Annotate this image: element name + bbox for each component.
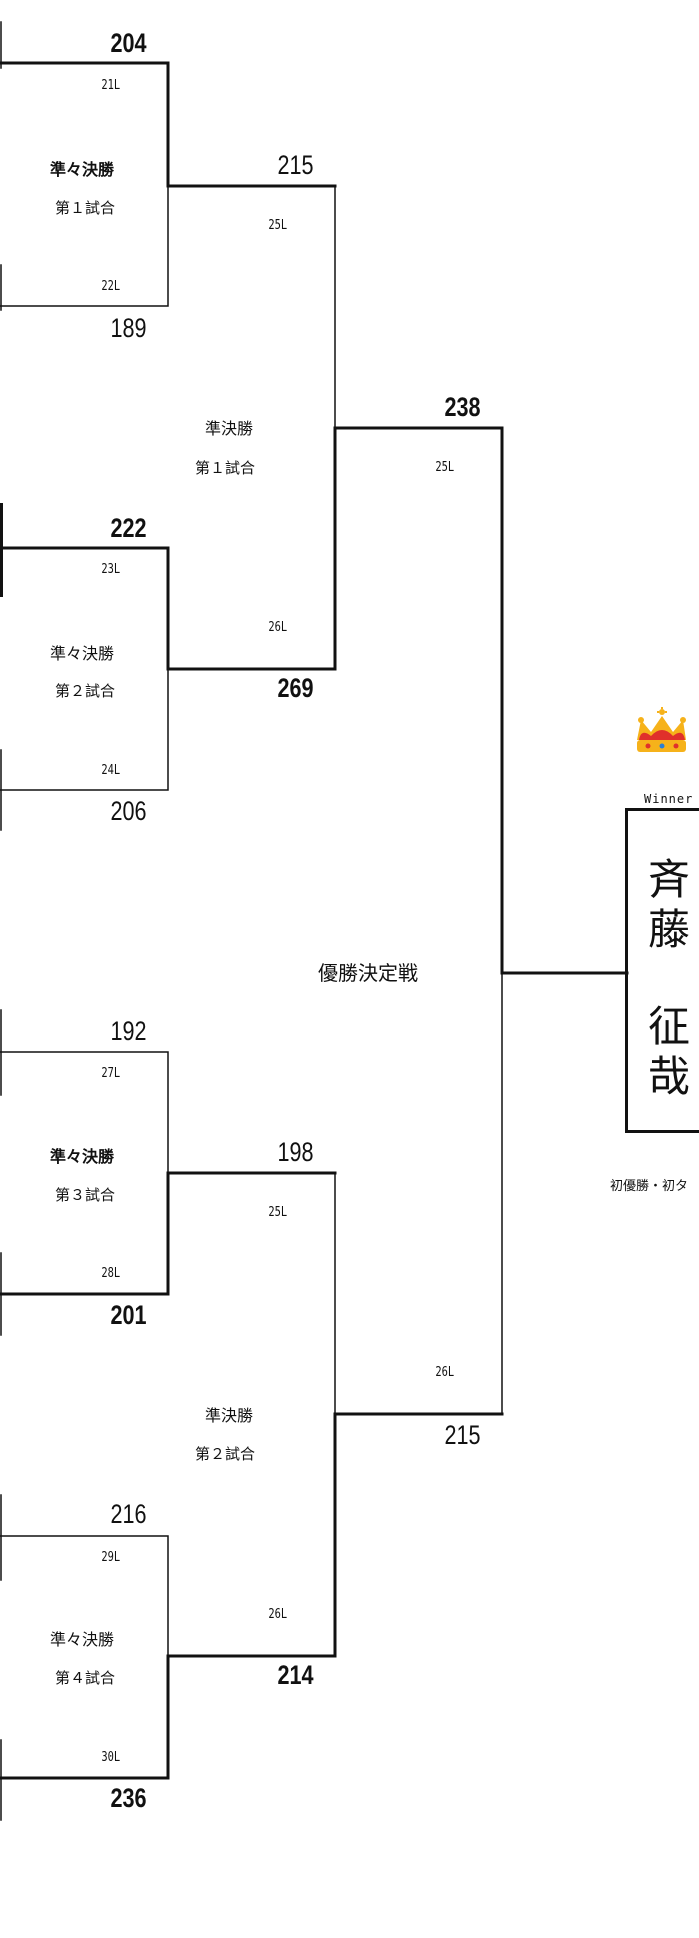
bracket-line (0, 185, 169, 307)
winner-label: Winner (644, 792, 694, 806)
lane-qf3-top: 27L (101, 1066, 121, 1081)
match-name-sf2: 準決勝 (205, 1406, 254, 1425)
match-name-final: 優勝決定戦 (318, 961, 418, 985)
champion-name-char: 哉 (648, 1052, 691, 1101)
match-name-qf3: 準々決勝 (50, 1147, 115, 1166)
match-num-qf4: 第４試合 (55, 1669, 116, 1687)
champion-note: 初優勝・初タ (610, 1179, 689, 1194)
score-qf4-bot: 236 (110, 1783, 147, 1813)
lane-sf2-top: 25L (268, 1205, 288, 1220)
champion-name-char: 斉 (648, 855, 691, 904)
lane-qf4-bot: 30L (101, 1750, 121, 1765)
lane-qf4-top: 29L (101, 1550, 121, 1565)
bracket-line (0, 1051, 169, 1174)
bracket-line (333, 1412, 504, 1658)
match-name-qf2: 準々決勝 (50, 644, 115, 663)
score-sf2-top: 198 (277, 1137, 314, 1167)
score-sf2-bot: 214 (277, 1660, 314, 1690)
champion-name-char: 藤 (648, 905, 691, 954)
lane-final-top: 25L (435, 460, 455, 475)
crown-icon (637, 707, 686, 752)
score-sf1-bot: 269 (277, 673, 314, 703)
score-sf1-top: 215 (277, 150, 314, 180)
bracket-line (0, 1171, 337, 1296)
bracket-line (0, 1654, 337, 1780)
match-name-sf1: 準決勝 (205, 419, 254, 438)
champion-name-char: 征 (648, 1002, 691, 1051)
lane-sf1-bot: 26L (268, 620, 288, 635)
lane-qf2-top: 23L (101, 562, 121, 577)
match-num-sf1: 第１試合 (195, 459, 256, 477)
bracket-line (0, 546, 170, 671)
lane-sf2-bot: 26L (268, 1607, 288, 1622)
champion-box (625, 808, 699, 1133)
score-qf3-bot: 201 (110, 1300, 147, 1330)
score-final-bot: 215 (444, 1420, 481, 1450)
bracket-line (0, 1535, 169, 1657)
lane-qf3-bot: 28L (101, 1266, 121, 1281)
score-qf3-top: 192 (110, 1016, 147, 1046)
score-qf1-top: 204 (110, 28, 147, 58)
match-num-qf1: 第１試合 (55, 199, 116, 217)
match-num-sf2: 第２試合 (195, 1445, 256, 1463)
lane-sf1-top: 25L (268, 218, 288, 233)
score-qf4-top: 216 (110, 1499, 147, 1529)
bracket-line (0, 61, 337, 188)
score-qf2-bot: 206 (110, 796, 147, 826)
lane-qf1-bot: 22L (101, 279, 121, 294)
lane-qf2-bot: 24L (101, 763, 121, 778)
score-qf1-bot: 189 (110, 313, 147, 343)
score-final-top: 238 (444, 392, 481, 422)
lane-qf1-top: 21L (101, 78, 121, 93)
match-name-qf1: 準々決勝 (50, 160, 115, 179)
score-qf2-top: 222 (110, 513, 147, 543)
match-name-qf4: 準々決勝 (50, 1630, 115, 1649)
lane-final-bot: 26L (435, 1365, 455, 1380)
match-num-qf3: 第３試合 (55, 1186, 116, 1204)
match-num-qf2: 第２試合 (55, 682, 116, 700)
bracket-line (333, 426, 504, 671)
